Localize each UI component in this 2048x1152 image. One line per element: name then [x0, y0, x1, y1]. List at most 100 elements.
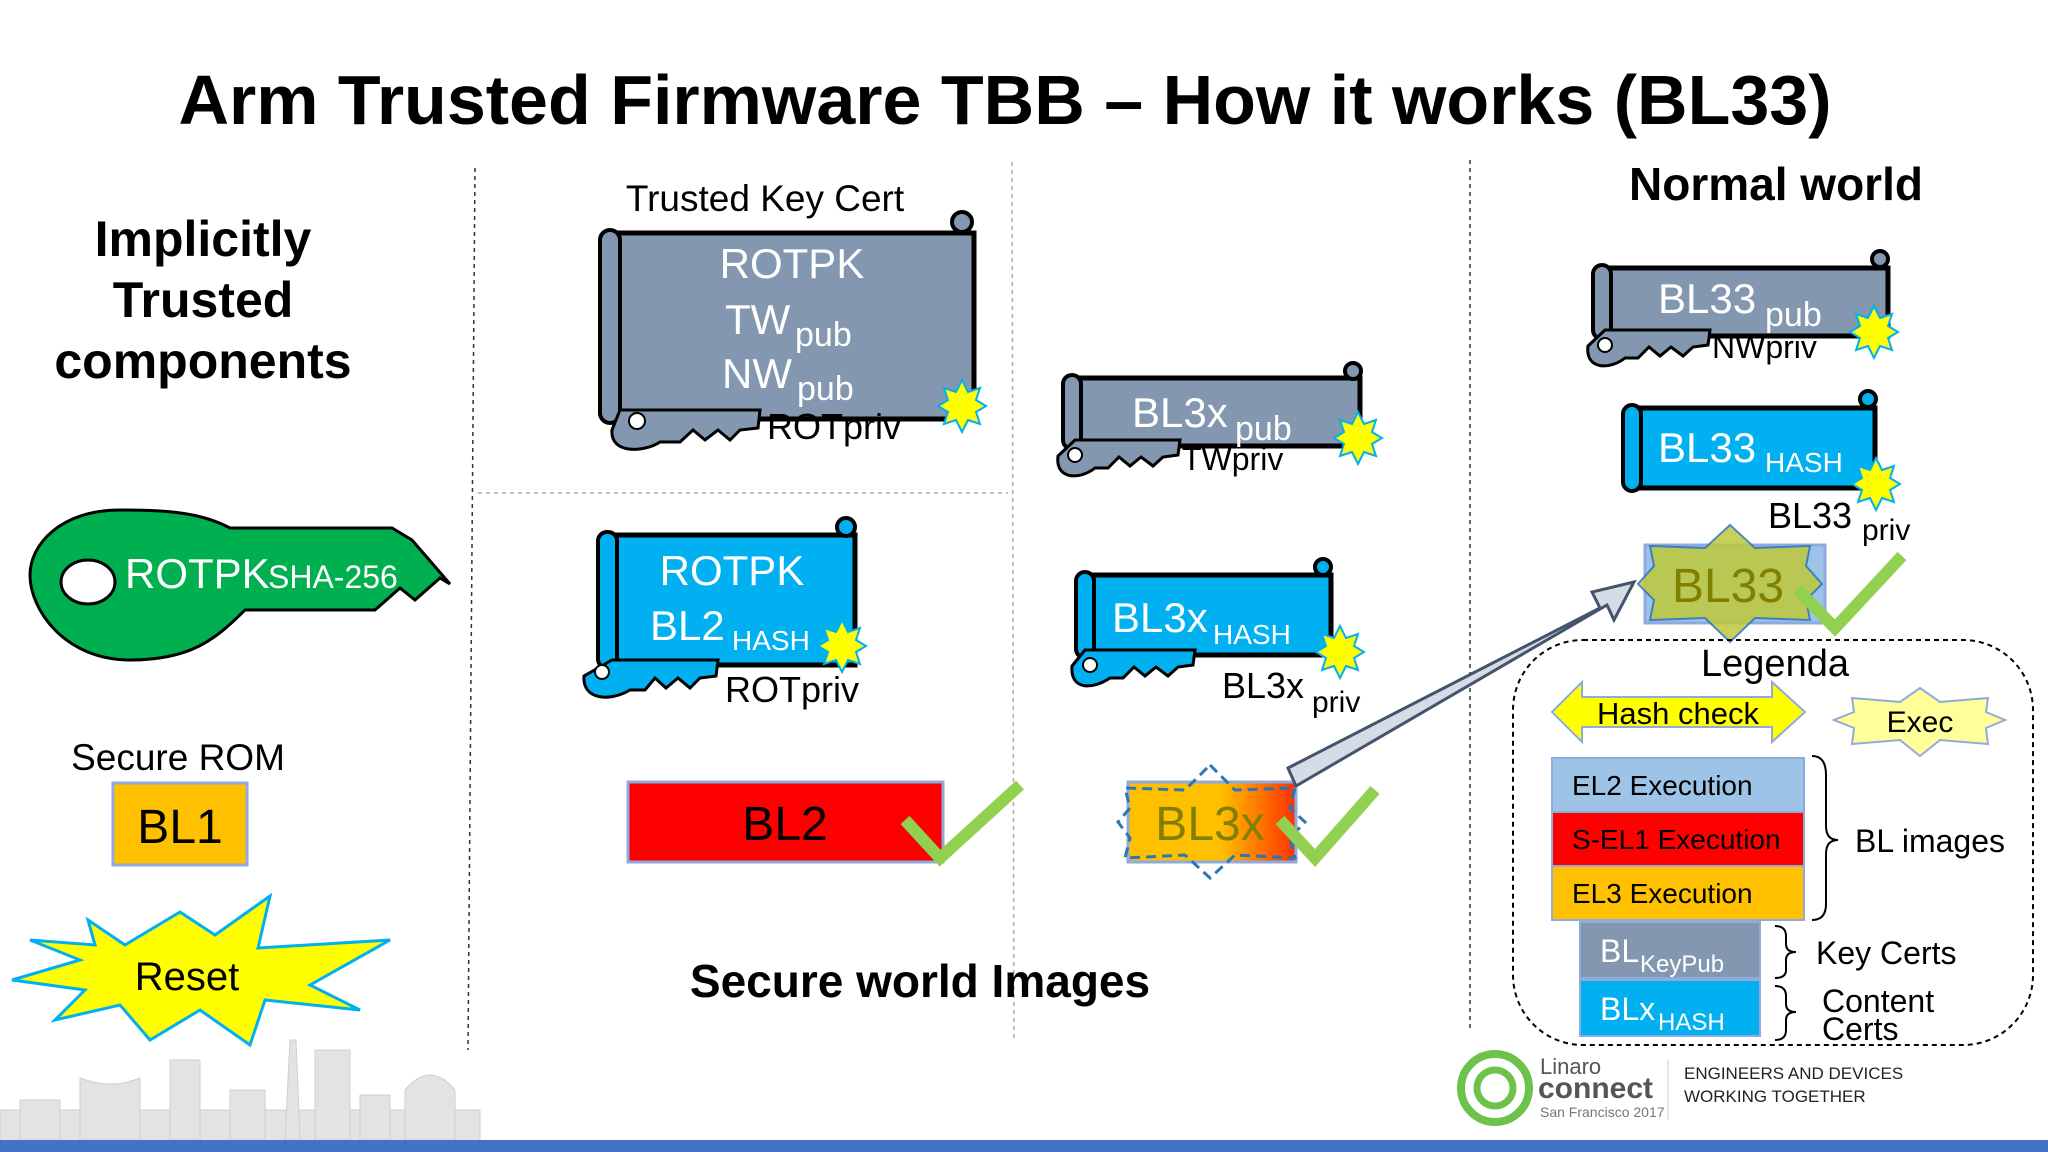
- hash-check-arrow-icon: [1550, 679, 1807, 745]
- footer-tagline-2: WORKING TOGETHER: [1684, 1087, 1866, 1106]
- footer-tagline-1: ENGINEERS AND DEVICES: [1684, 1064, 1903, 1083]
- checkmark-icon: [1275, 786, 1380, 867]
- svg-text:KeyPub: KeyPub: [1640, 951, 1724, 978]
- checkmark-icon: [1793, 551, 1907, 637]
- svg-text:Implicitly: Implicitly: [95, 211, 312, 267]
- sel1-swatch: [1551, 811, 1805, 867]
- key-icon: [582, 658, 720, 699]
- skyline-graphic: [0, 1039, 481, 1143]
- slide-title: Arm Trusted Firmware TBB – How it works …: [178, 61, 1831, 139]
- svg-text:priv: priv: [1862, 514, 1910, 547]
- el3-swatch: [1551, 865, 1805, 921]
- bl1-label: BL1: [137, 801, 222, 854]
- content-certs-label-1: Content: [1822, 983, 1934, 1019]
- svg-text:pub: pub: [1765, 296, 1822, 334]
- content-certs-label-2: Certs: [1822, 1011, 1898, 1047]
- rotpk-key-label: ROTPK: [125, 550, 270, 597]
- key-icon: [1586, 328, 1712, 368]
- el2-label: EL2 Execution: [1572, 770, 1753, 801]
- exec-star-dashed-icon: [1116, 762, 1308, 881]
- bl33-content-cert: BL33 HASH BL33 priv: [1621, 389, 1910, 547]
- linaro-connect-logo: Linaro connect San Francisco 2017: [1457, 1050, 1665, 1126]
- bl2-image-box: [626, 780, 945, 864]
- footer-bar: [0, 1140, 2048, 1152]
- reset-label: Reset: [135, 955, 240, 999]
- svg-text:HASH: HASH: [1658, 1009, 1725, 1036]
- svg-text:BL33: BL33: [1658, 424, 1756, 471]
- rotpk-key-icon: ROTPK SHA-256: [28, 508, 452, 662]
- svg-text:NWpriv: NWpriv: [1712, 329, 1817, 365]
- svg-text:pub: pub: [1235, 410, 1292, 448]
- exec-star-icon: [1831, 686, 2008, 758]
- brace-icon: [1774, 925, 1797, 979]
- svg-text:BL33: BL33: [1658, 275, 1756, 322]
- key-icon: [1070, 648, 1197, 688]
- bl33-key-cert: BL33 pub NWpriv: [1586, 249, 1900, 368]
- rotpk-key-sub: SHA-256: [268, 559, 398, 595]
- svg-text:ROTpriv: ROTpriv: [725, 669, 859, 710]
- svg-text:priv: priv: [1312, 686, 1360, 719]
- svg-text:HASH: HASH: [732, 625, 810, 656]
- column-separators: [467, 160, 1471, 1051]
- secure-rom-label: Secure ROM: [71, 737, 285, 778]
- svg-text:Trusted: Trusted: [113, 272, 294, 328]
- brand-place: San Francisco 2017: [1540, 1104, 1665, 1120]
- svg-text:ROTPK: ROTPK: [720, 240, 865, 287]
- svg-text:BL3x: BL3x: [1222, 665, 1304, 706]
- trusted-key-cert: ROTPK TW pub NW pub ROTpriv: [598, 210, 988, 451]
- bl3x-image-box: [1126, 780, 1298, 864]
- brace-icon: [1774, 985, 1797, 1041]
- exec-label: Exec: [1887, 706, 1954, 739]
- legend-title: Legenda: [1701, 643, 1850, 685]
- secure-world-label: Secure world Images: [690, 955, 1150, 1007]
- brand-linaro: Linaro: [1540, 1054, 1601, 1079]
- bl3x-image-label: BL3x: [1155, 798, 1264, 851]
- key-icon: [1056, 438, 1182, 478]
- signature-seal-icon: [1848, 303, 1900, 361]
- bl2-image-label: BL2: [742, 798, 827, 851]
- brand-connect: connect: [1538, 1072, 1653, 1105]
- svg-text:BLx: BLx: [1600, 991, 1655, 1027]
- el3-label: EL3 Execution: [1572, 878, 1753, 909]
- signature-seal-icon: [1314, 623, 1366, 681]
- brace-icon: [1811, 755, 1839, 921]
- bl3x-key-cert: BL3x pub TWpriv: [1056, 361, 1384, 478]
- signature-seal-icon: [936, 377, 988, 435]
- blxhash-swatch: [1579, 979, 1761, 1037]
- trusted-key-cert-caption: Trusted Key Cert: [626, 178, 905, 219]
- checkmark-icon: [900, 780, 1025, 867]
- reset-starburst-icon: Reset: [11, 892, 391, 1048]
- sel1-label: S-EL1 Execution: [1572, 824, 1781, 855]
- svg-text:ROTPK: ROTPK: [660, 547, 805, 594]
- signature-seal-icon: [1332, 409, 1384, 467]
- svg-text:BL3x: BL3x: [1112, 594, 1208, 641]
- svg-text:BL: BL: [1600, 933, 1639, 969]
- key-certs-label: Key Certs: [1816, 935, 1956, 971]
- svg-text:ROTpriv: ROTpriv: [767, 406, 901, 447]
- el2-swatch: [1551, 757, 1805, 813]
- signature-seal-icon: [816, 617, 868, 675]
- bl2-content-cert: ROTPK BL2 HASH ROTpriv: [582, 516, 868, 710]
- svg-text:pub: pub: [797, 370, 854, 408]
- keypub-swatch: [1579, 921, 1761, 979]
- normal-world-heading: Normal world: [1629, 158, 1923, 210]
- svg-text:TWpriv: TWpriv: [1182, 441, 1283, 477]
- hash-check-label: Hash check: [1597, 696, 1759, 731]
- signature-seal-icon: [1850, 455, 1902, 513]
- exec-arrow-icon: [1286, 579, 1637, 789]
- svg-text:BL3x: BL3x: [1132, 389, 1228, 436]
- bl-images-label: BL images: [1855, 823, 2005, 859]
- legend: Legenda Hash check Exec EL2 Execution S-…: [1512, 639, 2034, 1047]
- svg-text:HASH: HASH: [1765, 447, 1843, 478]
- svg-text:HASH: HASH: [1213, 619, 1291, 650]
- svg-text:BL33: BL33: [1768, 495, 1852, 536]
- bl1-box: [111, 781, 249, 867]
- svg-text:pub: pub: [795, 316, 852, 354]
- svg-text:components: components: [54, 333, 351, 389]
- svg-text:BL2: BL2: [650, 602, 725, 649]
- svg-text:TW: TW: [725, 296, 791, 343]
- key-icon: [610, 408, 762, 451]
- bl3x-content-cert: BL3x HASH BL3x priv: [1070, 557, 1366, 719]
